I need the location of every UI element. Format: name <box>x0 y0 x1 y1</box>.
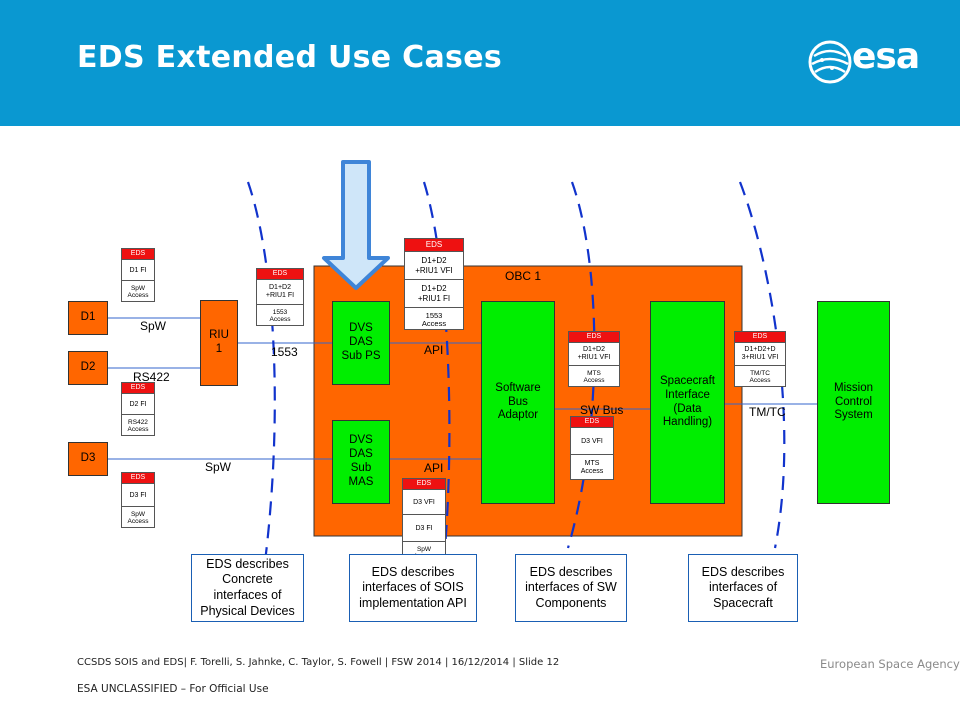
eds-d1-fi: D1 FI <box>122 259 154 280</box>
link-tm-tc: TM/TC <box>749 405 786 419</box>
eds-d2: EDS D2 FI RS422 Access <box>121 382 155 436</box>
eds-tag: EDS <box>569 332 619 342</box>
eds-tag: EDS <box>122 383 154 393</box>
software-bus-adaptor: Software Bus Adaptor <box>481 301 555 504</box>
eds-mid-fi: D3 FI <box>403 514 445 541</box>
device-d1: D1 <box>68 301 108 335</box>
sci-label: Spacecraft Interface (Data Handling) <box>660 374 715 429</box>
footer-credits: CCSDS SOIS and EDS| F. Torelli, S. Jahnk… <box>77 657 560 668</box>
riu-label: RIU 1 <box>209 329 229 355</box>
eds-mid-vfi: D3 VFI <box>403 489 445 514</box>
eds-tmtc: EDS D1+D2+D 3+RIU1 VFI TM/TC Access <box>734 331 786 387</box>
spacecraft-interface: Spacecraft Interface (Data Handling) <box>650 301 725 504</box>
desc-spacecraft: EDS describes interfaces of Spacecraft <box>688 554 798 622</box>
esa-logo <box>808 38 938 86</box>
esa-globe-icon <box>808 40 852 84</box>
eds-mts2-access: MTS Access <box>571 454 613 480</box>
eds-top-vfi: D1+D2 +RIU1 VFI <box>405 251 463 279</box>
obc-label: OBC 1 <box>505 269 542 283</box>
link-api-2: API <box>424 461 444 475</box>
eds-mts-2: EDS D3 VFI MTS Access <box>570 416 614 480</box>
eds-riu-fi: D1+D2 +RIU1 FI <box>257 279 303 304</box>
link-spw-1: SpW <box>140 319 167 333</box>
eds-tag: EDS <box>735 332 785 342</box>
eds-tag: EDS <box>405 239 463 251</box>
eds-mid: EDS D3 VFI D3 FI SpW Access <box>402 478 446 562</box>
dvs-das-sub-ps: DVS DAS Sub PS <box>332 301 390 385</box>
footer-classification: ESA UNCLASSIFIED – For Official Use <box>77 683 269 695</box>
eds-tmtc-vfi: D1+D2+D 3+RIU1 VFI <box>735 342 785 365</box>
eds-top-fi: D1+D2 +RIU1 FI <box>405 279 463 307</box>
eds-tmtc-access: TM/TC Access <box>735 365 785 388</box>
device-d2: D2 <box>68 351 108 385</box>
link-1553: 1553 <box>271 345 298 359</box>
desc-sois-api: EDS describes interfaces of SOIS impleme… <box>349 554 477 622</box>
eds-riu: EDS D1+D2 +RIU1 FI 1553 Access <box>256 268 304 326</box>
link-rs422: RS422 <box>133 370 170 384</box>
down-arrow-icon <box>322 160 390 290</box>
eds-d2-access: RS422 Access <box>122 414 154 437</box>
esa-logo-text: esa <box>852 36 920 77</box>
eds-d1: EDS D1 FI SpW Access <box>121 248 155 302</box>
eds-d1-access: SpW Access <box>122 280 154 303</box>
dvs-das-sub-mas: DVS DAS Sub MAS <box>332 420 390 504</box>
desc-sw-components: EDS describes interfaces of SW Component… <box>515 554 627 622</box>
dvs-ps-label: DVS DAS Sub PS <box>341 322 381 362</box>
link-sw-bus: SW Bus <box>580 403 624 417</box>
device-d3-label: D3 <box>80 452 96 465</box>
eds-tag: EDS <box>571 417 613 427</box>
eds-riu-access: 1553 Access <box>257 304 303 327</box>
eds-top: EDS D1+D2 +RIU1 VFI D1+D2 +RIU1 FI 1553 … <box>404 238 464 330</box>
link-spw-3: SpW <box>205 460 232 474</box>
riu-box: RIU 1 <box>200 300 238 386</box>
footer-organization: European Space Agency <box>820 657 960 671</box>
eds-d2-fi: D2 FI <box>122 393 154 414</box>
eds-top-access: 1553 Access <box>405 307 463 332</box>
eds-d3-fi: D3 FI <box>122 483 154 506</box>
eds-mts2-vfi: D3 VFI <box>571 427 613 454</box>
eds-mts1-access: MTS Access <box>569 365 619 388</box>
eds-tag: EDS <box>122 249 154 259</box>
page-title: EDS Extended Use Cases <box>77 40 503 75</box>
device-d2-label: D2 <box>80 361 96 374</box>
dvs-mas-label: DVS DAS Sub MAS <box>348 434 374 488</box>
eds-mts1-vfi: D1+D2 +RIU1 VFI <box>569 342 619 365</box>
header-bar <box>0 0 960 126</box>
mission-control-system: Mission Control System <box>817 301 890 504</box>
desc-physical-devices: EDS describes Concrete interfaces of Phy… <box>191 554 304 622</box>
eds-tag: EDS <box>403 479 445 489</box>
sba-label: Software Bus Adaptor <box>495 381 541 422</box>
eds-tag: EDS <box>122 473 154 483</box>
eds-d3: EDS D3 FI SpW Access <box>121 472 155 528</box>
link-api-1: API <box>424 343 444 357</box>
eds-tag: EDS <box>257 269 303 279</box>
eds-d3-access: SpW Access <box>122 506 154 529</box>
device-d3: D3 <box>68 442 108 476</box>
device-d1-label: D1 <box>80 311 96 324</box>
eds-mts-1: EDS D1+D2 +RIU1 VFI MTS Access <box>568 331 620 387</box>
mcs-label: Mission Control System <box>834 381 873 422</box>
